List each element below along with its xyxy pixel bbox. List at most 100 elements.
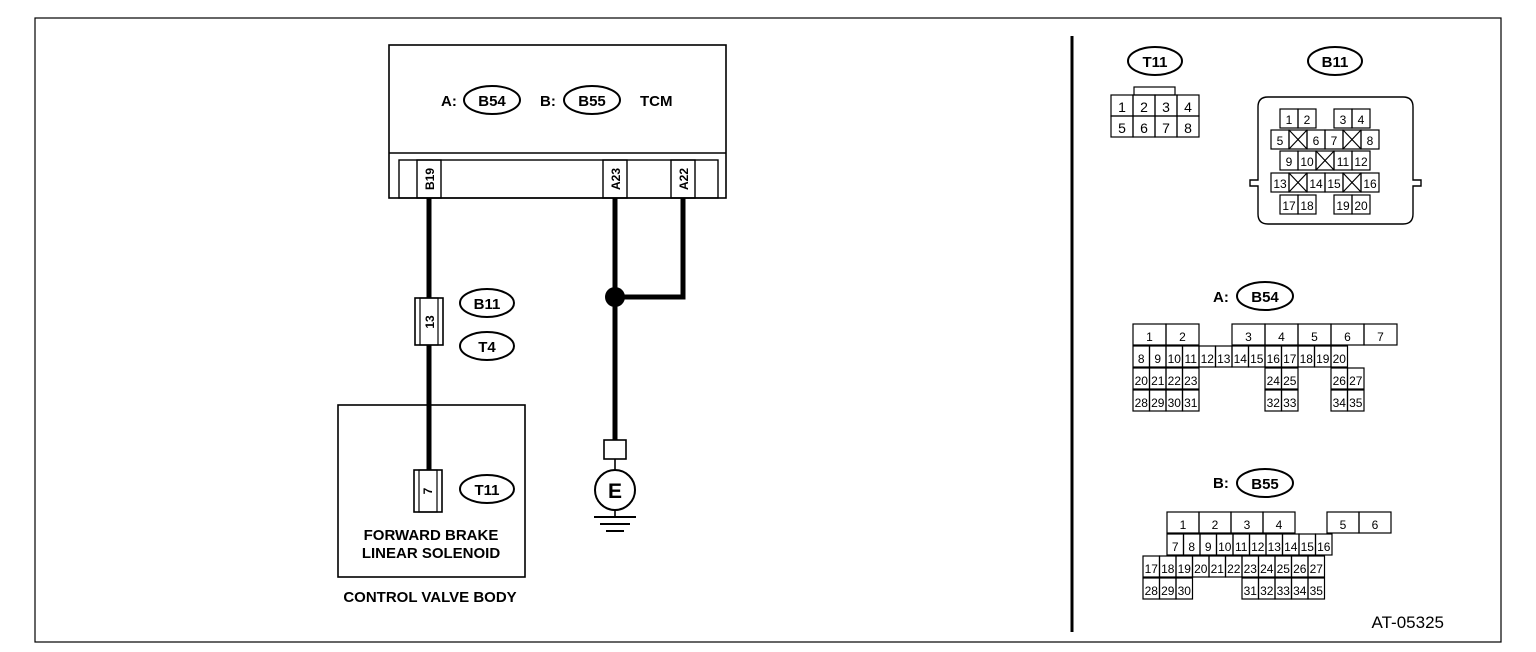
b55-pin-label: 12 [1251, 540, 1265, 554]
b11-pin-label: 19 [1336, 199, 1350, 213]
solenoid-name-line1: FORWARD BRAKE [364, 527, 499, 544]
b11-pin-label: 18 [1300, 199, 1314, 213]
b55-pin-label: 22 [1227, 562, 1241, 576]
b55-pin-label: 29 [1161, 584, 1175, 598]
b54-pin-label: 33 [1283, 396, 1297, 410]
b11-cavity [1360, 172, 1380, 193]
b54-pin-label: 2 [1179, 330, 1186, 344]
b55-pin-label: 11 [1235, 540, 1248, 554]
connector-a-id: B54 [478, 93, 506, 110]
b55-pin-label: 3 [1244, 518, 1251, 532]
b55-pin-label: 32 [1260, 584, 1274, 598]
b54-pin-label: 17 [1283, 352, 1297, 366]
ground-label: E [608, 480, 622, 503]
connector-a-prefix: A: [441, 93, 457, 110]
b55-pin-label: 31 [1244, 584, 1258, 598]
b11-pin-label: 12 [1354, 155, 1368, 169]
wire-junction [605, 287, 625, 307]
control-valve-body: 7 T11 FORWARD BRAKE LINEAR SOLENOID [337, 404, 526, 578]
b55-cavity [1307, 577, 1326, 600]
t11-pin-label: 1 [1118, 99, 1126, 115]
b55-pin-label: 4 [1276, 518, 1283, 532]
b55-pin-label: 7 [1172, 540, 1179, 554]
b54-pin-label: 11 [1185, 352, 1198, 366]
b11-pin-label: 20 [1354, 199, 1368, 213]
diagram-frame [34, 17, 1502, 643]
b54-pin-label: 18 [1300, 352, 1314, 366]
b54-prefix: A: [1213, 289, 1229, 306]
solenoid-name-line2: LINEAR SOLENOID [362, 545, 501, 562]
b11-pin-label: 17 [1282, 199, 1296, 213]
b54-pin-label: 7 [1377, 330, 1384, 344]
b54-cavity [1346, 389, 1365, 412]
b11-pin-label: 11 [1337, 155, 1350, 169]
b55-pin-label: 25 [1277, 562, 1291, 576]
figure-id: AT-05325 [1372, 613, 1444, 632]
b55-cavity [1262, 511, 1296, 534]
b54-pin-label: 5 [1311, 330, 1318, 344]
t11-pin-label: 7 [1162, 120, 1170, 136]
b55-pin-label: 23 [1244, 562, 1258, 576]
wires [426, 198, 686, 470]
b55-pin-label: 1 [1180, 518, 1187, 532]
tcm-unit: A: B54 B: B55 TCM B19 A23 A22 [388, 44, 727, 199]
tcm-pin-b19: B19 [423, 168, 437, 190]
b11-pin-label: 4 [1358, 113, 1365, 127]
b54-pin-label: 16 [1267, 352, 1281, 366]
b54-pin-label: 27 [1349, 374, 1363, 388]
b55-cavity [1307, 555, 1326, 578]
joint-ref-t4: T4 [478, 339, 496, 356]
b55-pin-label: 13 [1268, 540, 1282, 554]
b55-cavity [1314, 533, 1333, 556]
b11-pin-label: 5 [1277, 134, 1284, 148]
b11-cavity [1297, 194, 1317, 215]
b55-pin-label: 6 [1372, 518, 1379, 532]
t11-pin-label: 3 [1162, 99, 1170, 115]
b55-pin-label: 16 [1317, 540, 1331, 554]
b54-pin-label: 12 [1201, 352, 1215, 366]
b54-pin-label: 22 [1168, 374, 1182, 388]
b11-pin-label: 2 [1304, 113, 1311, 127]
connector-b-prefix: B: [540, 93, 556, 110]
b54-cavity [1280, 367, 1299, 390]
b55-pin-label: 5 [1340, 518, 1347, 532]
b55-pin-label: 9 [1205, 540, 1212, 554]
b55-pin-label: 30 [1178, 584, 1192, 598]
b54-cavity [1181, 367, 1200, 390]
b11-pin-label: 13 [1273, 177, 1287, 191]
b55-cavity [1175, 577, 1194, 600]
b54-cavity [1165, 323, 1200, 346]
b54-pin-label: 8 [1138, 352, 1145, 366]
b54-cavity [1363, 323, 1398, 346]
t11-cavity [1176, 115, 1200, 138]
b54-pin-label: 15 [1250, 352, 1264, 366]
joint-connector: 13 B11 T4 [414, 288, 515, 361]
b54-pin-label: 25 [1283, 374, 1297, 388]
b11-pin-label: 9 [1286, 155, 1293, 169]
b11-pin-label: 1 [1286, 113, 1293, 127]
b54-pin-label: 24 [1267, 374, 1281, 388]
solenoid-connector-ref: T11 [474, 482, 499, 499]
b55-pin-label: 33 [1277, 584, 1291, 598]
b54-name: B54 [1251, 289, 1279, 306]
b11-pin-label: 16 [1363, 177, 1377, 191]
b55-pin-label: 28 [1145, 584, 1159, 598]
connector-b-id: B55 [578, 93, 606, 110]
b55-pin-label: 10 [1218, 540, 1232, 554]
b55-pin-label: 20 [1194, 562, 1208, 576]
b55-pin-label: 34 [1293, 584, 1307, 598]
housing-label: CONTROL VALVE BODY [343, 589, 516, 606]
b54-pin-label: 13 [1217, 352, 1231, 366]
b54-pin-label: 20 [1333, 352, 1347, 366]
b54-pin-label: 20 [1135, 374, 1149, 388]
t11-pin-label: 8 [1184, 120, 1192, 136]
tcm-pin-a23: A23 [609, 168, 623, 190]
t11-pin-label: 5 [1118, 120, 1126, 136]
b11-pin-label: 3 [1340, 113, 1347, 127]
b54-pin-label: 6 [1344, 330, 1351, 344]
b55-pin-label: 8 [1188, 540, 1195, 554]
b11-cavity [1297, 108, 1317, 129]
